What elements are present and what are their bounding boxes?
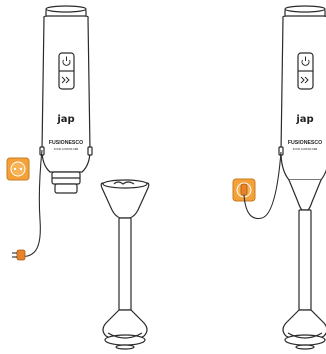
right-brand-text: FUSIONESCO — [288, 140, 322, 146]
right-sub-text: FOOD & DRINK FEB — [293, 147, 318, 151]
right-assembled-blender — [279, 6, 326, 349]
left-logo-text: jap — [56, 114, 74, 125]
left-brand-text: FUSIONESCO — [49, 140, 83, 146]
left-blending-shaft — [101, 180, 149, 349]
left-sub-text: FOOD & DRINK FEB — [54, 147, 79, 151]
left-plug — [12, 250, 25, 260]
right-inserted-plug — [241, 184, 247, 195]
right-logo-text: jap — [295, 114, 313, 125]
left-motor-unit — [40, 6, 92, 193]
left-wall-socket — [7, 158, 29, 180]
